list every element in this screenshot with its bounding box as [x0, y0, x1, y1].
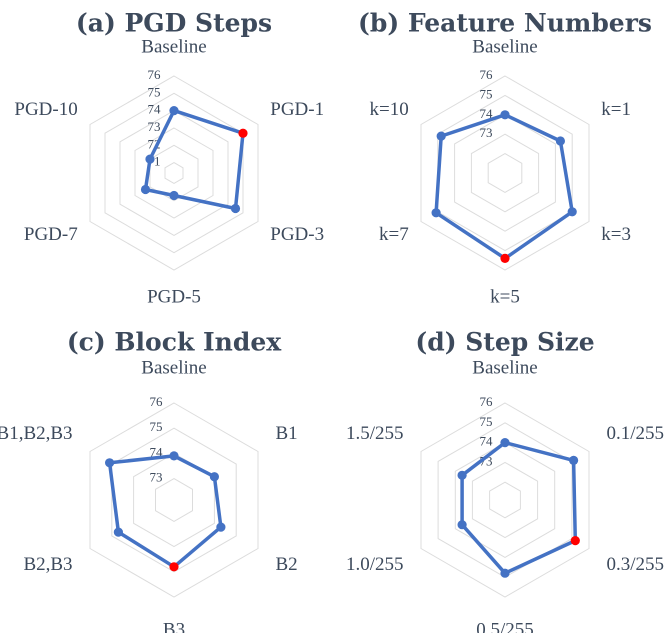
category-label-1-5-255: 1.5/255 [346, 423, 404, 444]
data-point-k-1 [555, 136, 566, 146]
data-point-b1 [209, 472, 219, 482]
series-line [107, 454, 223, 569]
data-point-1-0-255 [457, 520, 467, 530]
grid-ring-72 [489, 481, 521, 519]
data-point-0-1-255 [569, 455, 579, 465]
panel-title: (a) PGD Steps [76, 9, 272, 38]
data-point-baseline [169, 451, 179, 461]
tick-label-75: 75 [480, 414, 493, 429]
data-point-pgd-3 [230, 203, 241, 214]
grid-ring-73 [155, 478, 193, 522]
category-label-1-0-255: 1.0/255 [346, 554, 404, 575]
grid-ring-74 [133, 452, 215, 548]
best-data-point [169, 562, 179, 572]
category-label-pgd-10: PGD-10 [14, 99, 77, 120]
category-label-b1: B1 [275, 423, 297, 444]
data-point-pgd-7 [140, 184, 151, 195]
grid-ring-74 [454, 114, 556, 232]
category-label-k-1: k=1 [601, 99, 631, 120]
category-label-baseline: Baseline [141, 36, 206, 57]
category-label-k-3: k=3 [601, 224, 631, 245]
panel-title: (b) Feature Numbers [358, 9, 652, 38]
category-label-0-3-255: 0.3/255 [606, 554, 664, 575]
tick-label-73: 73 [480, 453, 493, 468]
panel-title: (c) Block Index [67, 328, 282, 357]
data-point-k-3 [567, 207, 577, 217]
category-label-baseline: Baseline [472, 357, 537, 378]
panel-title: (d) Step Size [415, 328, 594, 357]
series-line [460, 440, 578, 575]
grid-ring-74 [119, 110, 229, 236]
data-point-b2-b3 [113, 527, 123, 537]
best-data-point [500, 253, 510, 263]
grid-ring-76 [89, 402, 259, 598]
category-label-0-1-255: 0.1/255 [606, 423, 664, 444]
grid-ring-71 [164, 162, 184, 184]
category-label-baseline: Baseline [472, 36, 537, 57]
tick-label-74: 74 [480, 434, 494, 449]
tick-label-76: 76 [480, 67, 494, 82]
category-label-k-5: k=5 [490, 286, 520, 307]
category-label-pgd-7: PGD-7 [24, 224, 78, 245]
data-point-1-5-255 [457, 470, 467, 480]
category-label-b2-b3: B2,B3 [23, 554, 72, 575]
grid-ring-76 [89, 75, 259, 271]
tick-label-75: 75 [150, 419, 163, 434]
grid-ring-72 [487, 153, 523, 193]
category-label-b1-b2-b3: B1,B2,B3 [0, 423, 73, 444]
best-data-point [570, 536, 580, 546]
grid-ring-75 [104, 92, 244, 254]
tick-label-75: 75 [480, 86, 493, 101]
category-label-baseline: Baseline [141, 357, 206, 378]
category-label-b3: B3 [163, 619, 185, 633]
category-label-pgd-3: PGD-3 [270, 224, 324, 245]
series-line [434, 113, 574, 261]
data-point-baseline [500, 438, 510, 448]
category-label-pgd-5: PGD-5 [147, 286, 201, 307]
tick-label-73: 73 [480, 125, 493, 140]
tick-label-74: 74 [148, 102, 162, 117]
data-point-k-10 [436, 131, 446, 141]
grid-ring-74 [454, 442, 556, 558]
data-point-pgd-5 [169, 190, 179, 201]
grid-ring-73 [471, 461, 539, 539]
tick-label-73: 73 [148, 119, 161, 134]
grid-ring-73 [134, 127, 214, 219]
category-label-k-10: k=10 [370, 99, 409, 120]
tick-label-73: 73 [150, 470, 163, 485]
tick-label-76: 76 [150, 394, 164, 409]
best-data-point [238, 128, 248, 138]
data-point-b1-b2-b3 [105, 458, 115, 468]
data-point-pgd-10 [145, 154, 155, 164]
panel-pgd-steps: (a) PGD Steps717273747576BaselinePGD-1PG… [14, 9, 324, 308]
data-point-0-5-255 [500, 568, 510, 578]
panel-step-size: (d) Step Size 73 74 75 76 Baseline 0.1/255 0.3/… [346, 328, 664, 633]
tick-label-74: 74 [150, 444, 164, 459]
grid-ring-76 [420, 75, 590, 271]
panel-feature-numbers: (b) Feature Numbers 73 74 75 76 Baseline k=1 k=… [358, 9, 652, 308]
tick-label-75: 75 [148, 84, 161, 99]
tick-label-76: 76 [148, 67, 162, 82]
category-label-k-7: k=7 [379, 224, 409, 245]
data-point-b1-b2 [216, 522, 226, 532]
grid-ring-76 [420, 402, 590, 598]
grid-ring-73 [470, 133, 540, 213]
data-point-k-7 [431, 208, 441, 218]
category-label-b2: B2 [275, 554, 297, 575]
category-label-0-5-255: 0.5/255 [476, 619, 534, 633]
category-label-pgd-1: PGD-1 [270, 99, 324, 120]
tick-label-76: 76 [480, 394, 494, 409]
data-point-baseline [500, 110, 510, 120]
tick-label-74: 74 [480, 106, 494, 121]
data-point-baseline [169, 106, 179, 116]
